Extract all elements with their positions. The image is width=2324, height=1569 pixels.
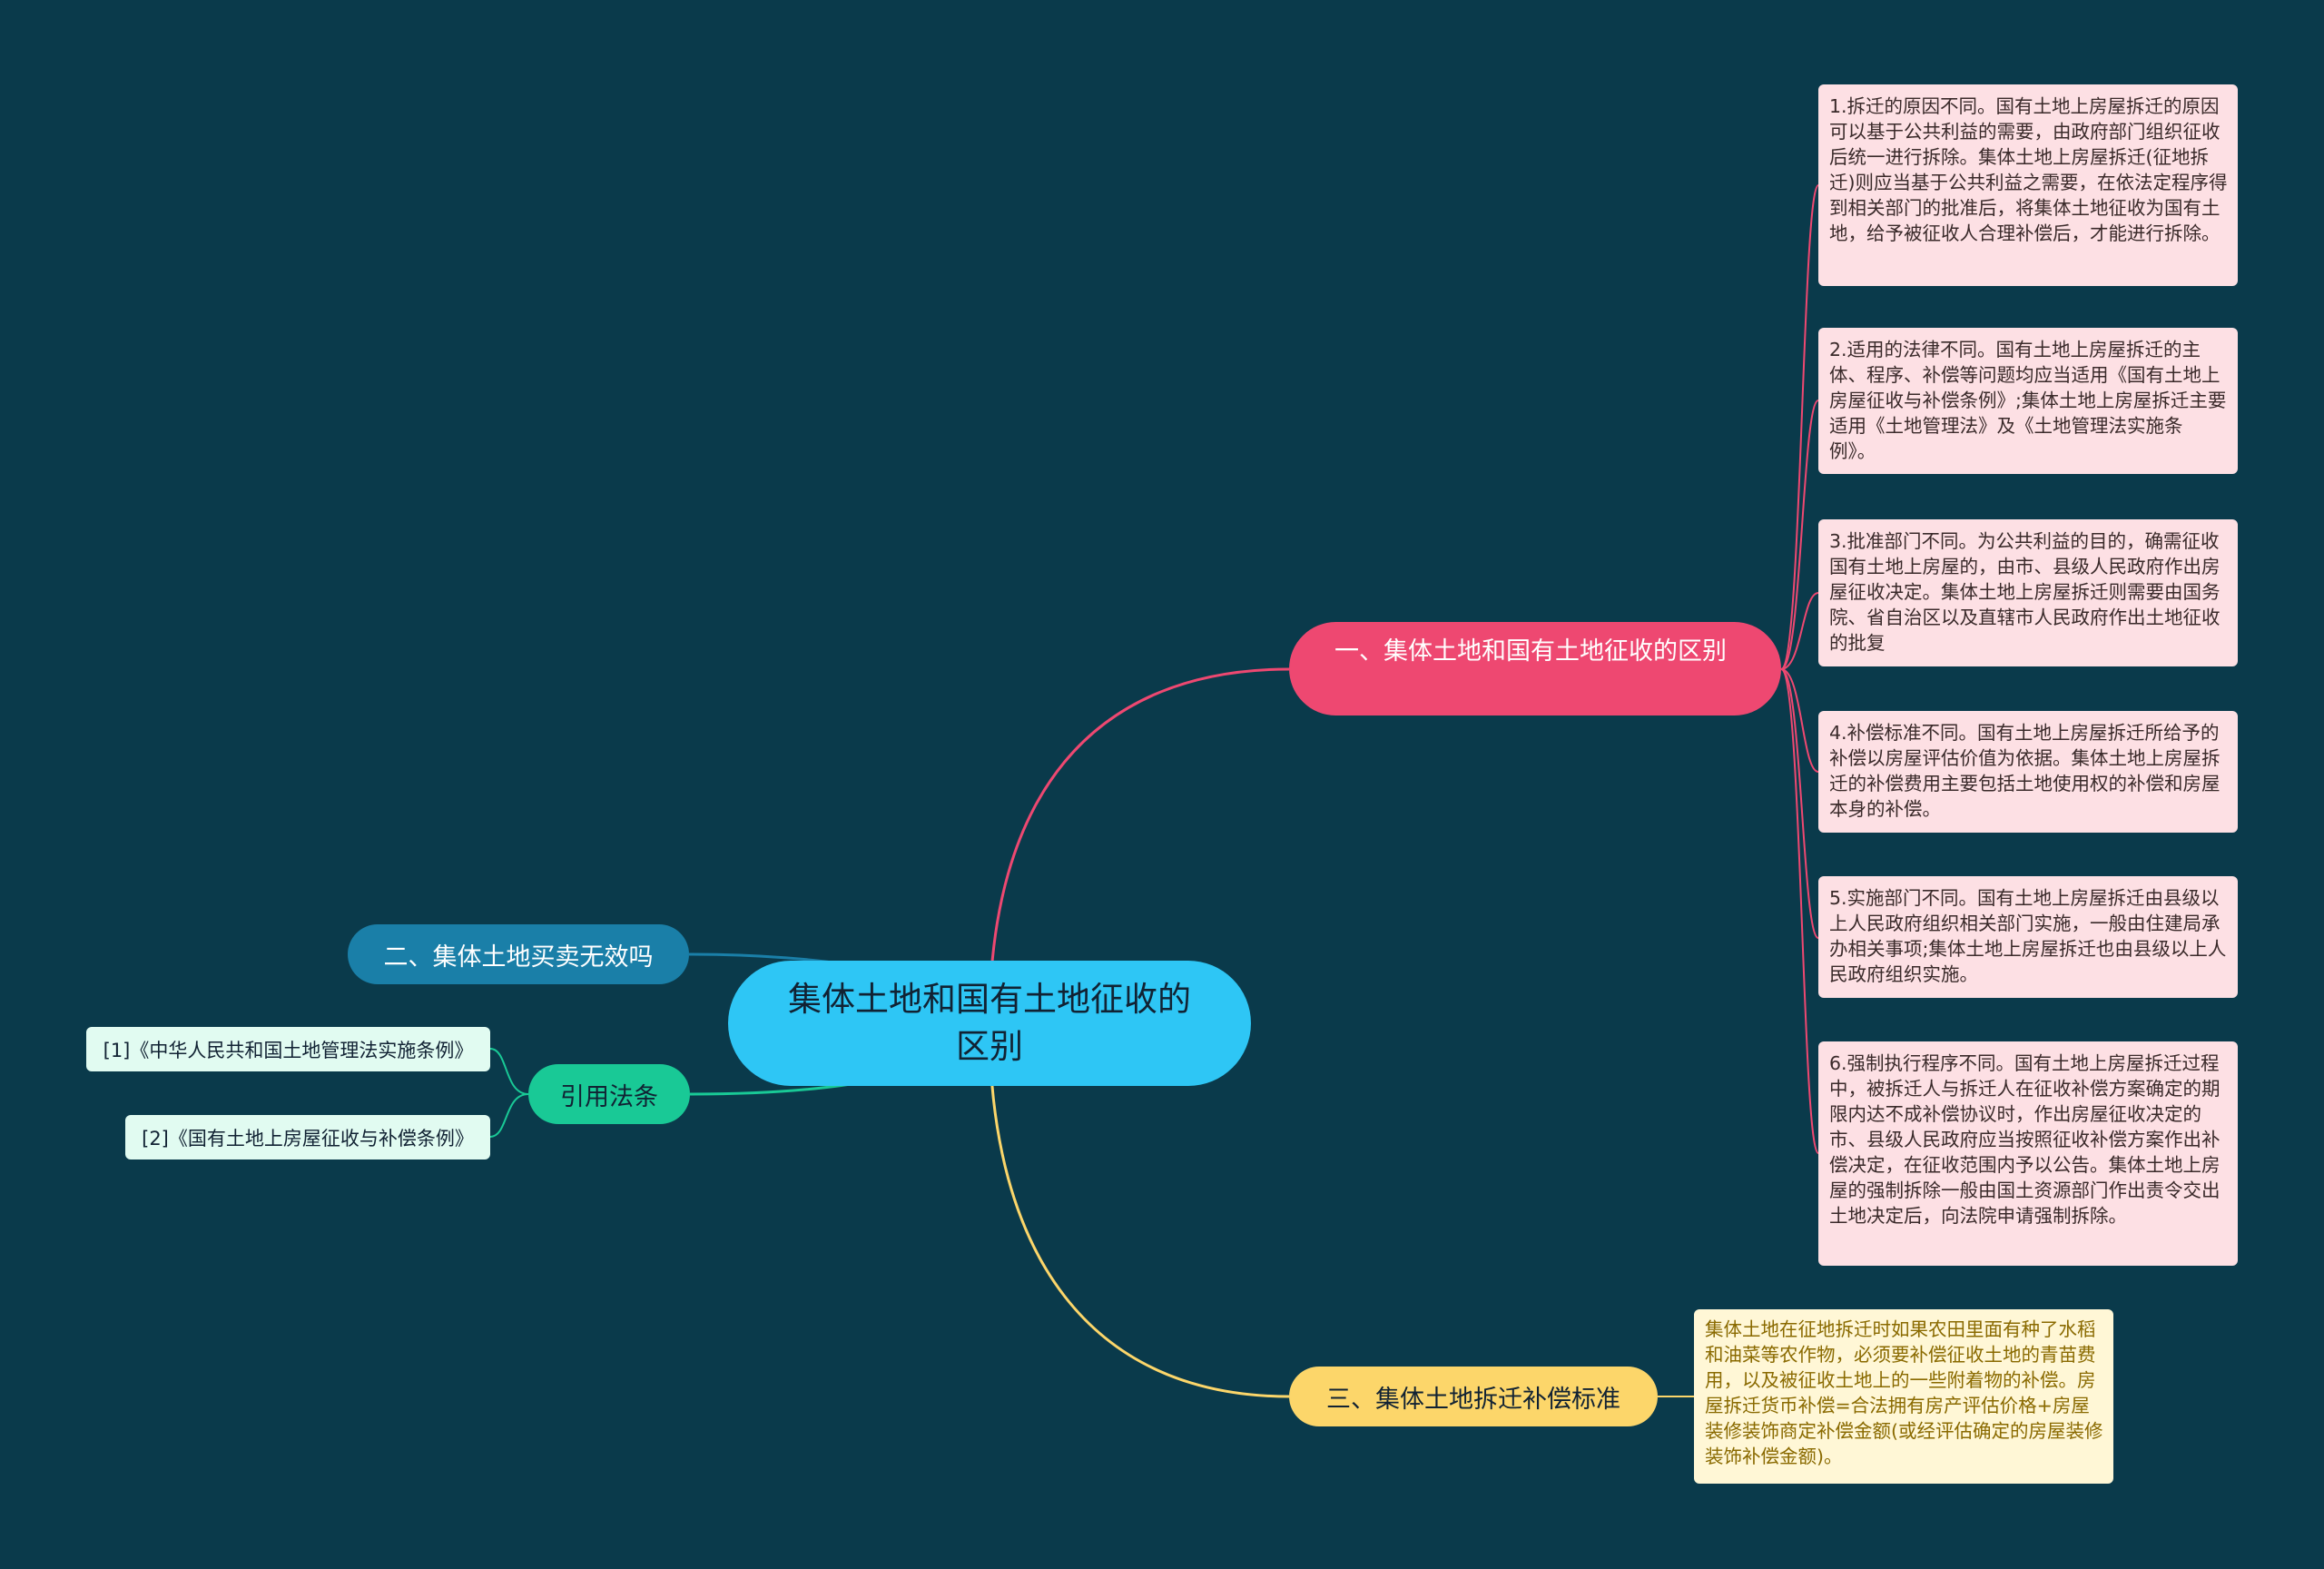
- leaf-text: [1]《中华人民共和国土地管理法实施条例》: [103, 1039, 474, 1061]
- leaf-cited-law-1[interactable]: [1]《中华人民共和国土地管理法实施条例》: [86, 1027, 490, 1071]
- link-b1-leaf2: [1780, 400, 1819, 670]
- leaf-text: 1.拆迁的原因不同。国有土地上房屋拆迁的原因可以基于公共利益的需要，由政府部门组…: [1829, 95, 2228, 244]
- leaf-enforcement-procedure[interactable]: 6.强制执行程序不同。国有土地上房屋拆迁过程中，被拆迁人与拆迁人在征收补偿方案确…: [1818, 1041, 2238, 1266]
- leaf-text: 5.实施部门不同。国有土地上房屋拆迁由县级以上人民政府组织相关部门实施，一般由住…: [1829, 887, 2227, 985]
- leaf-text: 6.强制执行程序不同。国有土地上房屋拆迁过程中，被拆迁人与拆迁人在征收补偿方案确…: [1829, 1052, 2221, 1227]
- leaf-demolition-reason[interactable]: 1.拆迁的原因不同。国有土地上房屋拆迁的原因可以基于公共利益的需要，由政府部门组…: [1818, 84, 2238, 286]
- link-b1-leaf6: [1780, 668, 1819, 1154]
- leaf-text: 集体土地在征地拆迁时如果农田里面有种了水稻和油菜等农作物，必须要补偿征收土地的青…: [1705, 1318, 2103, 1467]
- link-b1-leaf5: [1780, 668, 1819, 939]
- branch-label: 三、集体土地拆迁补偿标准: [1326, 1385, 1620, 1414]
- leaf-cited-law-2[interactable]: [2]《国有土地上房屋征收与补偿条例》: [125, 1115, 490, 1159]
- root-node[interactable]: 集体土地和国有土地征收的区别: [728, 961, 1251, 1086]
- branch-label: 一、集体土地和国有土地征收的区别: [1334, 637, 1727, 666]
- leaf-applicable-law[interactable]: 2.适用的法律不同。国有土地上房屋拆迁的主体、程序、补偿等问题均应当适用《国有土…: [1818, 328, 2238, 474]
- root-label: 集体土地和国有土地征收的区别: [788, 980, 1191, 1066]
- link-b3-leaf1: [489, 1048, 529, 1095]
- link-root-branch1: [988, 667, 1290, 1024]
- link-b1-leaf3: [1780, 592, 1819, 670]
- link-b1-leaf1: [1780, 184, 1819, 670]
- leaf-text: 2.适用的法律不同。国有土地上房屋拆迁的主体、程序、补偿等问题均应当适用《国有土…: [1829, 339, 2227, 462]
- link-root-branch4: [988, 1022, 1290, 1398]
- branch-collective-vs-state-land[interactable]: 一、集体土地和国有土地征收的区别: [1289, 622, 1781, 715]
- leaf-compensation-detail[interactable]: 集体土地在征地拆迁时如果农田里面有种了水稻和油菜等农作物，必须要补偿征收土地的青…: [1694, 1309, 2113, 1484]
- branch-cited-laws[interactable]: 引用法条: [528, 1064, 690, 1124]
- leaf-implementing-dept[interactable]: 5.实施部门不同。国有土地上房屋拆迁由县级以上人民政府组织相关部门实施，一般由住…: [1818, 876, 2238, 998]
- link-b1-leaf4: [1780, 668, 1819, 773]
- leaf-text: 3.批准部门不同。为公共利益的目的，确需征收国有土地上房屋的，由市、县级人民政府…: [1829, 530, 2221, 654]
- branch-compensation-standard[interactable]: 三、集体土地拆迁补偿标准: [1289, 1367, 1658, 1426]
- leaf-text: 4.补偿标准不同。国有土地上房屋拆迁所给予的补偿以房屋评估价值为依据。集体土地上…: [1829, 722, 2221, 820]
- leaf-text: [2]《国有土地上房屋征收与补偿条例》: [142, 1127, 474, 1150]
- leaf-approval-authority[interactable]: 3.批准部门不同。为公共利益的目的，确需征收国有土地上房屋的，由市、县级人民政府…: [1818, 519, 2238, 666]
- branch-collective-land-sale[interactable]: 二、集体土地买卖无效吗: [348, 924, 689, 984]
- link-b3-leaf2: [489, 1093, 529, 1138]
- branch-label: 引用法条: [560, 1082, 658, 1111]
- branch-label: 二、集体土地买卖无效吗: [383, 942, 654, 972]
- leaf-compensation-criteria[interactable]: 4.补偿标准不同。国有土地上房屋拆迁所给予的补偿以房屋评估价值为依据。集体土地上…: [1818, 711, 2238, 833]
